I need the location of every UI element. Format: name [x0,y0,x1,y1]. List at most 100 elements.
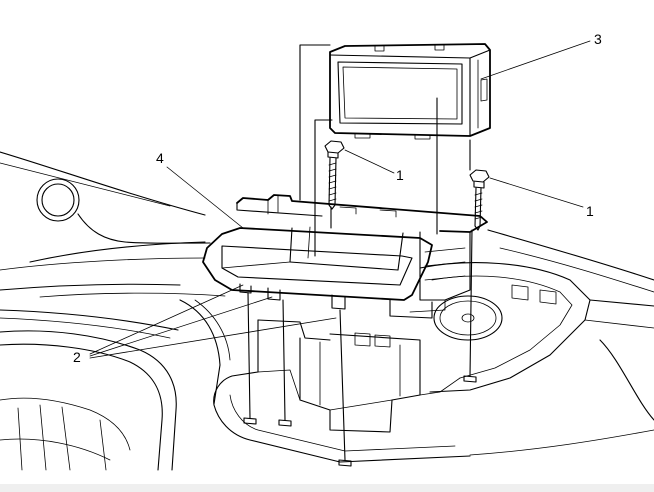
panel-line [61,406,71,471]
bracket-edge [409,299,446,313]
dashboard-line [487,229,654,281]
bottom-strip [0,484,654,492]
leader-line-2 [89,284,244,355]
bracket-flange-front [236,202,323,217]
dashboard-line [29,241,206,263]
knob-icon [36,178,80,222]
display-bottom-tab [354,133,371,139]
leader-line-1-left [344,149,395,174]
panel-edge [0,343,163,471]
alignment-line [299,44,331,201]
dashboard-line [589,299,654,307]
leader-lines [89,40,591,359]
screw-head [324,140,345,154]
alignment-line [282,299,286,421]
console-inner [257,369,301,401]
speaker-cone [439,300,497,336]
leader-line-2 [89,317,337,359]
console-cavity-wall [319,341,401,406]
console-outline [213,319,259,406]
callout-label: 2 [73,349,81,365]
floor-pad [463,375,477,383]
panel-line [99,419,107,471]
panel-line [0,397,131,451]
display-side-edge [469,49,491,59]
console-cavity-floor [329,399,393,411]
leader-line-2 [89,296,273,357]
bezel-clip [239,283,252,294]
leader-line-4 [166,166,244,229]
bracket-slot [339,206,397,218]
console [213,319,477,467]
console-right-slot [511,284,529,301]
mounting-bracket [236,194,488,319]
dashboard-duct [194,299,231,361]
screw-thread [474,192,483,220]
dashboard-right [469,229,654,456]
console-right [419,262,591,393]
dashboard-line [39,292,226,298]
dashboard-line [0,317,171,339]
dashboard-line [0,151,206,216]
floor-pad [243,417,257,425]
screw-shaft [328,157,337,210]
dashboard-line [77,213,211,244]
bezel-pocket-wall [307,226,311,259]
console-outline [213,404,471,463]
screw-right [469,169,490,231]
bracket-foot [389,299,433,319]
knob-outer [36,178,80,222]
bezel-pocket-wall [289,227,293,263]
bezel-pocket-wall [397,232,404,271]
display-screen-inner [342,66,458,120]
callout-label: 3 [594,31,602,47]
console-cavity-slot [374,334,391,348]
bezel-pocket-floor [289,261,399,271]
display-unit [329,43,491,140]
display-bottom-tab [414,134,431,140]
dashboard-line [499,247,654,293]
callout-label: 1 [586,203,594,219]
console-inner [419,377,461,396]
callout-label: 1 [396,167,404,183]
console-right-rim [419,262,591,393]
dashboard-line [469,429,654,456]
bezel-ledge [221,261,291,269]
screw-thread [328,162,337,202]
display-top-notch [434,44,445,51]
console-cavity [299,333,421,433]
display-housing [329,43,491,137]
bezel-clip [331,294,346,310]
callout-label: 4 [156,150,164,166]
console-right-slot [539,289,557,305]
alignment-line [314,119,333,257]
dashboard-line [0,309,179,331]
screw-washer [327,151,339,159]
speaker-center [461,313,475,323]
screw-washer [473,181,485,189]
bracket-flange [236,194,488,233]
leader-line-3 [480,40,591,80]
dashboard-line [0,257,206,271]
lower-left-panel [0,330,177,471]
dashboard-line [0,283,181,291]
leader-line-1-right [489,177,584,208]
display-top-notch [374,45,385,52]
dashboard-line [584,319,654,329]
speaker-outer [433,295,503,341]
bezel [202,226,433,310]
dashboard-line [0,162,171,207]
bezel-clip [267,287,281,301]
floor-pad [278,419,292,427]
knob-inner [41,183,75,217]
panel-line [0,438,111,461]
floor-pad [338,459,352,467]
alignment-line [469,229,473,377]
screw-left [324,140,345,210]
display-screen [337,61,463,125]
console-outline [229,394,456,452]
alignment-line [339,309,346,461]
bracket-slot [267,195,279,215]
screw-head [469,169,490,183]
